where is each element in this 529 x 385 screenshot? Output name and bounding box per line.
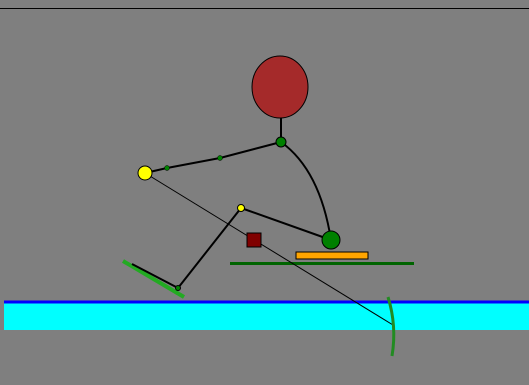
shoulder-joint [275, 136, 287, 148]
foot-stretcher [121, 259, 186, 299]
hip-joint [321, 230, 341, 250]
oar-shaft [144, 172, 394, 326]
oar-blade [386, 296, 396, 357]
ankle-joint [175, 285, 181, 291]
oar-handle-marker [246, 232, 262, 248]
elbow-joint [217, 155, 223, 161]
foot [131, 263, 179, 289]
hand [137, 165, 153, 181]
water [4, 303, 529, 330]
shin [177, 207, 242, 289]
thigh [240, 207, 332, 241]
back [280, 141, 332, 241]
wrist-joint [164, 165, 170, 171]
upper-arm-upper [219, 141, 282, 159]
seat [295, 251, 369, 260]
slide-rail [230, 262, 414, 265]
knee-joint [237, 204, 245, 212]
head [251, 55, 309, 119]
upper-arm-lower [166, 157, 221, 169]
